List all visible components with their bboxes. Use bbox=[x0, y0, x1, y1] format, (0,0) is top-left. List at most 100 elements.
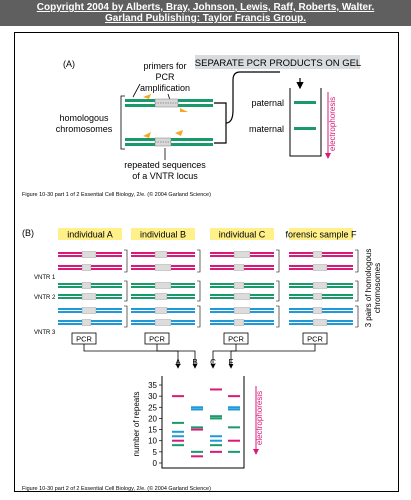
column-label: forensic sample F bbox=[285, 230, 357, 240]
pair-bracket bbox=[355, 305, 359, 328]
gel-band bbox=[228, 426, 240, 429]
pair-bracket bbox=[197, 280, 201, 302]
chromosome-pair-strand bbox=[58, 307, 122, 314]
chromosome-pair-strand bbox=[289, 264, 353, 271]
chromosome-pair-strand bbox=[289, 319, 353, 326]
gel-band bbox=[172, 439, 184, 442]
paternal-label: paternal bbox=[251, 98, 284, 108]
chromosome-pair-strand bbox=[210, 264, 274, 271]
gel-band bbox=[191, 455, 203, 458]
chromosome-pair-strand bbox=[58, 251, 122, 258]
y-tick-label: 35 bbox=[148, 381, 157, 390]
pair-bracket bbox=[276, 249, 280, 273]
chromosome-paternal bbox=[125, 94, 213, 112]
column-label-box bbox=[131, 228, 195, 240]
gel-band bbox=[172, 395, 184, 398]
pcr-label: PCR bbox=[228, 335, 244, 344]
gel-well-a bbox=[289, 88, 322, 157]
gel-band-paternal bbox=[294, 101, 316, 104]
part-a-label: (A) bbox=[63, 59, 75, 69]
pair-bracket bbox=[355, 280, 359, 302]
pcr-label: PCR bbox=[76, 335, 92, 344]
pcr-label: PCR bbox=[307, 335, 323, 344]
figure-frame bbox=[14, 32, 399, 492]
column-labels: individual A individual B individual C fore… bbox=[58, 228, 357, 240]
chromosome-pair-strand bbox=[58, 293, 122, 300]
vntr-label-1: VNTR 1 bbox=[34, 275, 56, 281]
chromosome-pair-strand bbox=[210, 282, 274, 289]
primer-arrow bbox=[143, 132, 151, 138]
chromosome-pair-strand bbox=[289, 293, 353, 300]
pair-bracket bbox=[124, 280, 128, 302]
electrophoresis-label-b: electrophoresis bbox=[255, 391, 264, 445]
chromosome-grid bbox=[58, 249, 359, 328]
primers-label-3: amplification bbox=[140, 83, 190, 93]
primer-arrow bbox=[180, 108, 188, 112]
lane-label: C bbox=[210, 358, 216, 367]
y-tick-label: 20 bbox=[148, 414, 157, 423]
copyright-line-1[interactable]: Copyright 2004 by Alberts, Bray, Johnson… bbox=[36, 2, 375, 13]
chromosome-pair-strand bbox=[131, 264, 195, 271]
column-label-box bbox=[210, 228, 274, 240]
gel-band bbox=[228, 406, 240, 409]
chromosome-pair-strand bbox=[210, 307, 274, 314]
chromosome-pair-strand bbox=[289, 307, 353, 314]
pair-bracket bbox=[276, 280, 280, 302]
gel-band bbox=[172, 430, 184, 433]
caption-part-1: Figure 10-30 part 1 of 2 Essential Cell … bbox=[22, 191, 211, 198]
column-label-box bbox=[58, 228, 122, 240]
y-tick-label: 15 bbox=[148, 426, 157, 435]
primer-pointer-left bbox=[132, 83, 141, 98]
gel-band bbox=[210, 444, 222, 447]
column-label: individual A bbox=[67, 230, 113, 240]
copyright-line-2[interactable]: Garland Publishing: Taylor Francis Group… bbox=[105, 13, 306, 24]
gel-band bbox=[210, 417, 222, 420]
electrophoresis-label-a: electrophoresis bbox=[328, 97, 337, 151]
separate-title-box bbox=[195, 55, 360, 69]
column-label: individual B bbox=[140, 230, 186, 240]
y-tick-label: 0 bbox=[153, 459, 158, 468]
gel-band bbox=[172, 421, 184, 424]
chromosome-pair-strand bbox=[131, 307, 195, 314]
gel-band bbox=[228, 408, 240, 411]
pair-bracket bbox=[355, 249, 359, 273]
vntr-label-3: VNTR 3 bbox=[34, 330, 56, 336]
chromosome-pair-strand bbox=[131, 319, 195, 326]
chromosome-pair-strand bbox=[210, 251, 274, 258]
gel-band-maternal bbox=[294, 127, 316, 130]
gel-band bbox=[191, 406, 203, 409]
pair-bracket bbox=[124, 305, 128, 328]
gel-arrow-line bbox=[225, 71, 280, 124]
pcr-path bbox=[210, 344, 237, 369]
lane-label: A bbox=[175, 358, 181, 367]
homologous-label-1: homologous bbox=[59, 113, 109, 123]
gel-band bbox=[210, 388, 222, 391]
chromosome-pair-strand bbox=[289, 282, 353, 289]
gel-band bbox=[228, 439, 240, 442]
gel-band bbox=[210, 439, 222, 442]
gel-band bbox=[210, 435, 222, 438]
primers-label-1: primers for bbox=[143, 61, 186, 71]
chromosome-pair-strand bbox=[58, 264, 122, 271]
y-tick-label: 25 bbox=[148, 403, 157, 412]
pcr-path bbox=[156, 344, 198, 369]
chromosome-pair-strand bbox=[131, 282, 195, 289]
vntr-label-2: VNTR 2 bbox=[34, 295, 56, 301]
gel-band bbox=[228, 395, 240, 398]
gel-band bbox=[191, 428, 203, 431]
gel-bracket bbox=[214, 102, 227, 144]
primer-arrow bbox=[143, 94, 151, 99]
pair-bracket bbox=[124, 249, 128, 273]
homologous-label-2: chromosomes bbox=[56, 124, 113, 134]
caption-part-2: Figure 10-30 part 2 of 2 Essential Cell … bbox=[22, 485, 211, 492]
y-axis-label: number of repeats bbox=[132, 392, 141, 457]
pair-bracket bbox=[197, 305, 201, 328]
chromosome-pair-strand bbox=[131, 293, 195, 300]
column-label: individual C bbox=[219, 230, 266, 240]
gel-band bbox=[228, 450, 240, 453]
gel-band bbox=[172, 435, 184, 438]
